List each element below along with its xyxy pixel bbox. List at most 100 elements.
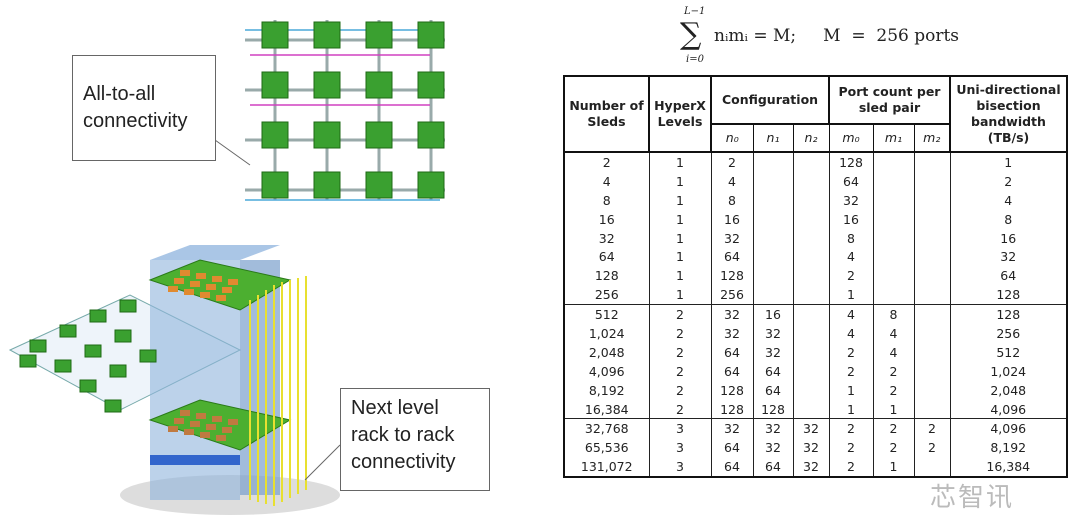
header-n0: n₀ (710, 123, 754, 153)
table-cell: 64 (710, 361, 754, 381)
table-cell: 16 (752, 304, 794, 325)
sled-chip (417, 21, 445, 49)
table-cell: 4 (828, 247, 874, 267)
table-cell (792, 342, 830, 362)
table-cell (913, 190, 951, 210)
sled-chip (84, 344, 102, 358)
table-cell: 1 (648, 171, 712, 191)
table-cell (792, 171, 830, 191)
callout-rack-to-rack: Next level rack to rack connectivity (340, 388, 490, 491)
table-cell: 2 (648, 380, 712, 400)
header-m0: m₀ (828, 123, 874, 153)
sled-chip (417, 121, 445, 149)
header-n2: n₂ (792, 123, 830, 153)
table-cell: 8 (872, 304, 915, 325)
table-cell (752, 266, 794, 286)
sled-chip (119, 299, 137, 313)
table-cell: 32 (710, 324, 754, 343)
sled-chip (139, 349, 157, 363)
table-cell: 64 (710, 438, 754, 458)
sum-symbol: ∑ (680, 17, 702, 52)
sled-chip (365, 21, 393, 49)
table-cell: 64 (752, 361, 794, 381)
table-cell: 16,384 (563, 399, 650, 419)
table-cell (792, 324, 830, 343)
table-cell: 64 (710, 457, 754, 478)
table-cell: 8,192 (563, 380, 650, 400)
table-cell: 64 (752, 457, 794, 478)
hyperx-config-table: Number of Sleds HyperX Levels Configurat… (563, 75, 1068, 479)
table-cell: 8 (949, 209, 1068, 229)
table-cell: 32 (710, 418, 754, 439)
table-cell: 32 (792, 438, 830, 458)
table-cell: 128 (710, 266, 754, 286)
table-cell: 128 (710, 399, 754, 419)
sled-chip (261, 21, 289, 49)
table-cell (792, 380, 830, 400)
header-m2: m₂ (913, 123, 951, 153)
table-cell (752, 171, 794, 191)
table-cell: 2 (913, 438, 951, 458)
table-cell: 32 (792, 418, 830, 439)
table-cell (752, 228, 794, 248)
table-cell (913, 266, 951, 286)
table-cell (752, 152, 794, 172)
table-cell: 128 (710, 380, 754, 400)
table-cell: 4 (563, 171, 650, 191)
table-cell: 2 (828, 266, 874, 286)
table-cell: 2,048 (563, 342, 650, 362)
watermark: 芯智讯 (930, 483, 1015, 513)
sled-chip (261, 121, 289, 149)
table-cell (872, 285, 915, 305)
table-cell: 1 (648, 247, 712, 267)
table-cell (872, 171, 915, 191)
table-cell: 32 (752, 324, 794, 343)
table-cell: 64 (752, 380, 794, 400)
table-cell: 2 (828, 342, 874, 362)
table-cell: 512 (949, 342, 1068, 362)
table-cell (792, 361, 830, 381)
table-cell: 2 (648, 342, 712, 362)
table-cell: 1 (828, 399, 874, 419)
table-cell: 32 (563, 228, 650, 248)
table-cell: 1 (949, 152, 1068, 172)
table-cell: 2 (828, 457, 874, 478)
table-cell (792, 266, 830, 286)
sled-chip (109, 364, 127, 378)
table-cell (752, 190, 794, 210)
table-cell: 16 (949, 228, 1068, 248)
header-port-count: Port count per sled pair (828, 75, 951, 125)
table-cell: 2 (648, 324, 712, 343)
table-cell: 3 (648, 457, 712, 478)
header-sleds: Number of Sleds (563, 75, 650, 153)
sled-chip (417, 171, 445, 199)
table-cell (752, 209, 794, 229)
table-cell: 2 (828, 361, 874, 381)
port-formula: L−1 ∑ i=0 nᵢmᵢ = M; M = 256 ports (680, 6, 980, 70)
table-cell (792, 399, 830, 419)
table-cell: 4 (949, 190, 1068, 210)
sled-chip (89, 309, 107, 323)
table-cell: 1 (872, 399, 915, 419)
table-cell (913, 342, 951, 362)
table-cell (792, 304, 830, 325)
table-cell: 4 (828, 304, 874, 325)
sled-chip (313, 71, 341, 99)
table-cell (792, 247, 830, 267)
all-to-all-grid-diagram (245, 20, 445, 201)
header-m1: m₁ (872, 123, 915, 153)
sled-chip (114, 329, 132, 343)
table-cell: 16 (828, 209, 874, 229)
table-cell (792, 209, 830, 229)
